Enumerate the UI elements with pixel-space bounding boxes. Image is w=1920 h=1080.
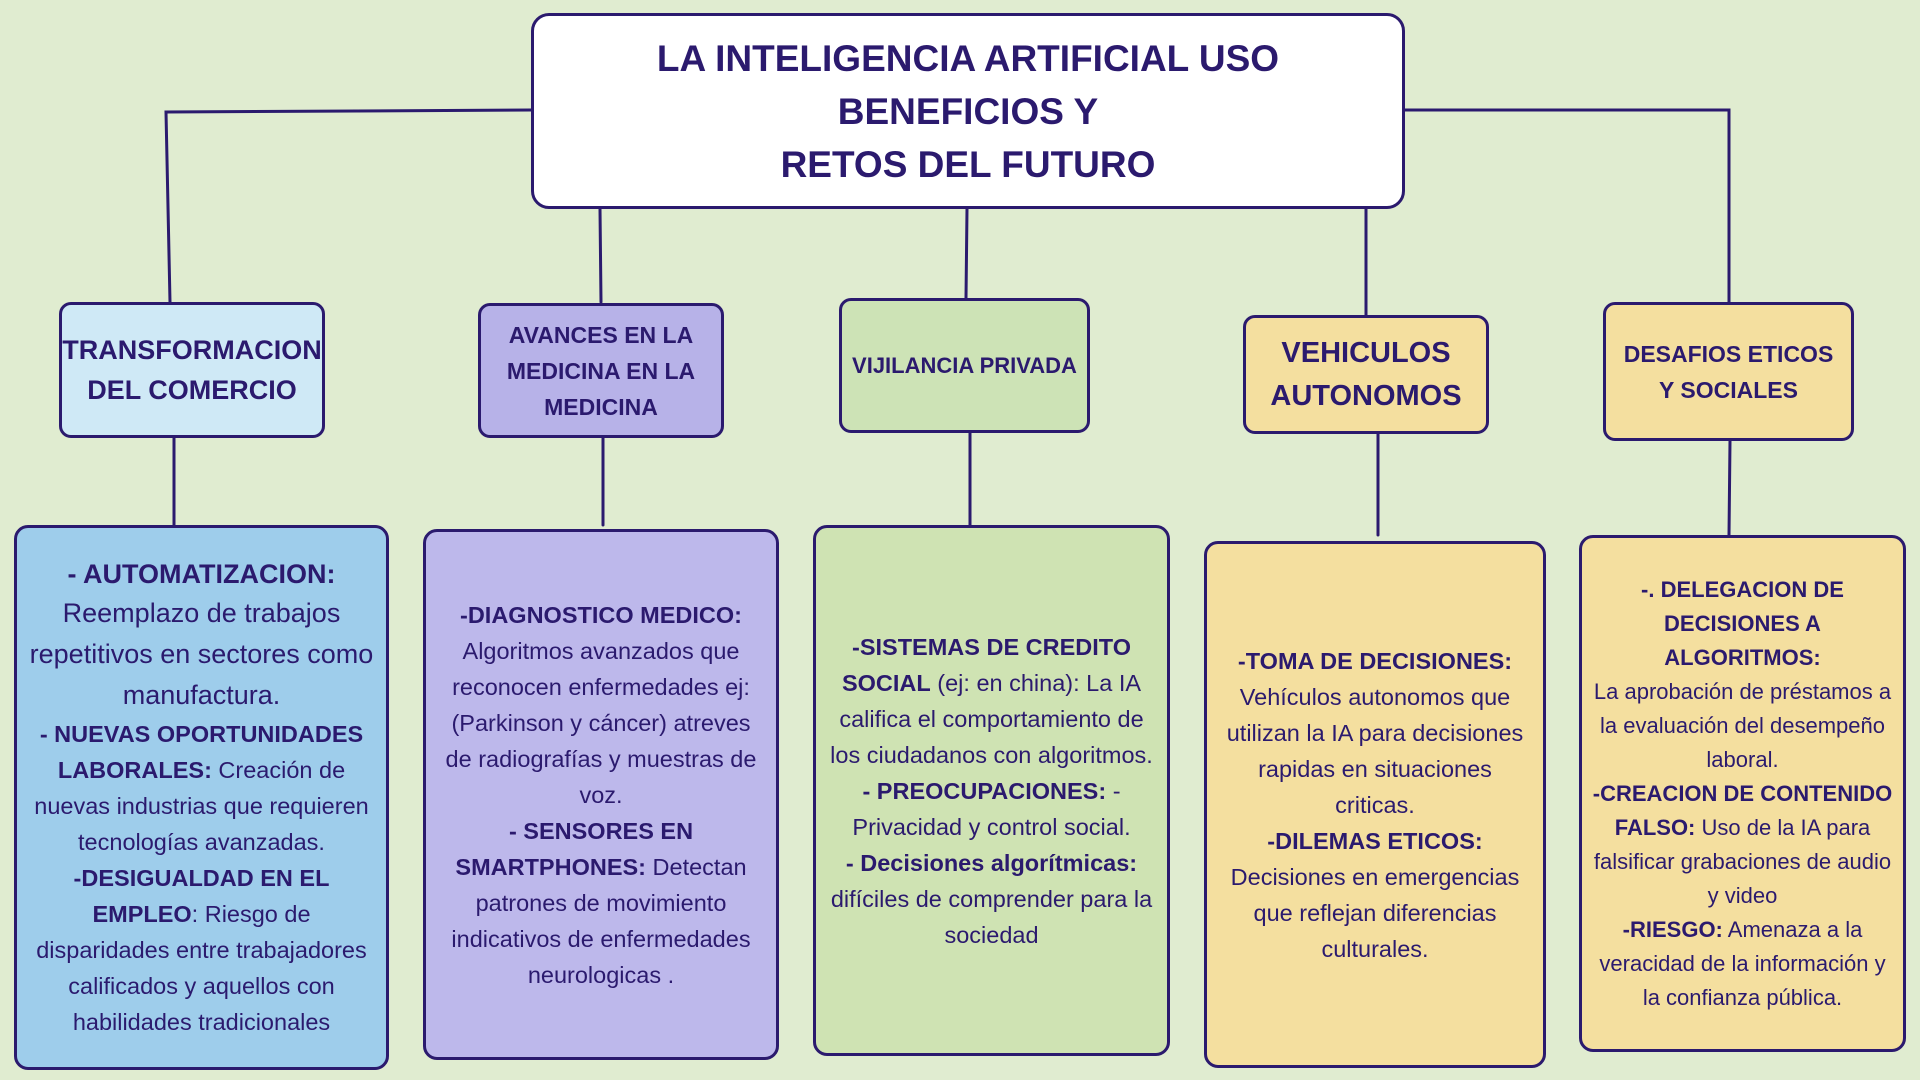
detail-heading: -RIESGO: — [1622, 916, 1723, 942]
category-label: AVANCES EN LA — [508, 321, 694, 348]
detail-heading: - NUEVAS OPORTUNIDADES LABORALES: — [39, 720, 364, 783]
detail-heading: -DESIGUALDAD EN EL EMPLEO — [73, 864, 330, 927]
category-label: TRANSFORMACION — [62, 335, 322, 365]
category-desafios: DESAFIOS ETICOS Y SOCIALES — [1603, 302, 1854, 441]
category-label: Y SOCIALES — [1659, 376, 1798, 403]
category-label: MEDICINA — [544, 393, 658, 420]
detail-heading: - PREOCUPACIONES: — [862, 777, 1107, 804]
detail-text: Detectan patrones de movimiento indicati… — [451, 853, 751, 988]
category-label: VEHICULOS — [1281, 336, 1451, 369]
category-label: MEDICINA EN LA — [506, 357, 696, 384]
title-box: LA INTELIGENCIA ARTIFICIAL USO BENEFICIO… — [531, 13, 1405, 209]
connector-right — [1403, 108, 1731, 304]
detail-vigilancia: -SISTEMAS DE CREDITO SOCIAL (ej: en chin… — [813, 525, 1170, 1056]
category-label: DESAFIOS ETICOS — [1623, 340, 1834, 367]
detail-desafios: -. DELEGACION DE DECISIONES A ALGORITMOS… — [1579, 535, 1906, 1052]
detail-heading: -SISTEMAS DE CREDITO SOCIAL — [841, 633, 1131, 696]
detail-text: Creación de nuevas industrias que requie… — [34, 756, 369, 855]
connector-desafios-detail — [1727, 439, 1732, 537]
detail-text: : Riesgo de disparidades entre trabajado… — [36, 900, 367, 1035]
connector-medicina — [598, 207, 603, 304]
detail-medicina: -DIAGNOSTICO MEDICO: Algoritmos avanzado… — [423, 529, 779, 1060]
detail-heading: - AUTOMATIZACION: — [67, 558, 336, 589]
detail-heading: - Decisiones algorítmicas: — [845, 849, 1138, 876]
detail-text: Decisiones en emergencias que reflejan d… — [1230, 863, 1520, 962]
category-label: VIJILANCIA PRIVADA — [852, 352, 1077, 378]
detail-heading: - SENSORES EN SMARTPHONES: — [455, 817, 694, 880]
detail-text: - Privacidad y control social. — [852, 777, 1131, 840]
connector-left — [164, 108, 533, 304]
detail-text: (ej: en china): La IA califica el compor… — [830, 669, 1153, 768]
detail-comercio: - AUTOMATIZACION: Reemplazo de trabajos … — [14, 525, 389, 1070]
detail-heading: -CREACION DE CONTENIDO FALSO: — [1592, 780, 1893, 840]
detail-text: Vehículos autonomos que utilizan la IA p… — [1226, 683, 1524, 818]
connector-vigilancia — [964, 207, 969, 300]
detail-text: Algoritmos avanzados que reconocen enfer… — [445, 637, 757, 808]
category-vehiculos: VEHICULOS AUTONOMOS — [1243, 315, 1489, 434]
category-label: DEL COMERCIO — [87, 375, 297, 405]
detail-heading: -. DELEGACION DE DECISIONES A ALGORITMOS… — [1641, 576, 1844, 670]
category-comercio: TRANSFORMACION DEL COMERCIO — [59, 302, 325, 438]
detail-text: difíciles de comprender para la sociedad — [830, 885, 1153, 948]
detail-text: Amenaza a la veracidad de la información… — [1599, 916, 1886, 1010]
category-label: AUTONOMOS — [1270, 379, 1462, 412]
detail-heading: -DILEMAS ETICOS: — [1267, 827, 1483, 854]
detail-heading: -TOMA DE DECISIONES: — [1237, 647, 1513, 674]
detail-vehiculos: -TOMA DE DECISIONES: Vehículos autonomos… — [1204, 541, 1546, 1068]
detail-text: Reemplazo de trabajos repetitivos en sec… — [29, 597, 374, 710]
category-medicina: AVANCES EN LA MEDICINA EN LA MEDICINA — [478, 303, 724, 438]
detail-text: Uso de la IA para falsificar grabaciones… — [1593, 814, 1892, 908]
category-vigilancia: VIJILANCIA PRIVADA — [839, 298, 1090, 433]
page-title: LA INTELIGENCIA ARTIFICIAL USO BENEFICIO… — [656, 37, 1280, 185]
detail-heading: -DIAGNOSTICO MEDICO: — [460, 601, 742, 628]
detail-text: La aprobación de préstamos a la evaluaci… — [1593, 678, 1892, 772]
